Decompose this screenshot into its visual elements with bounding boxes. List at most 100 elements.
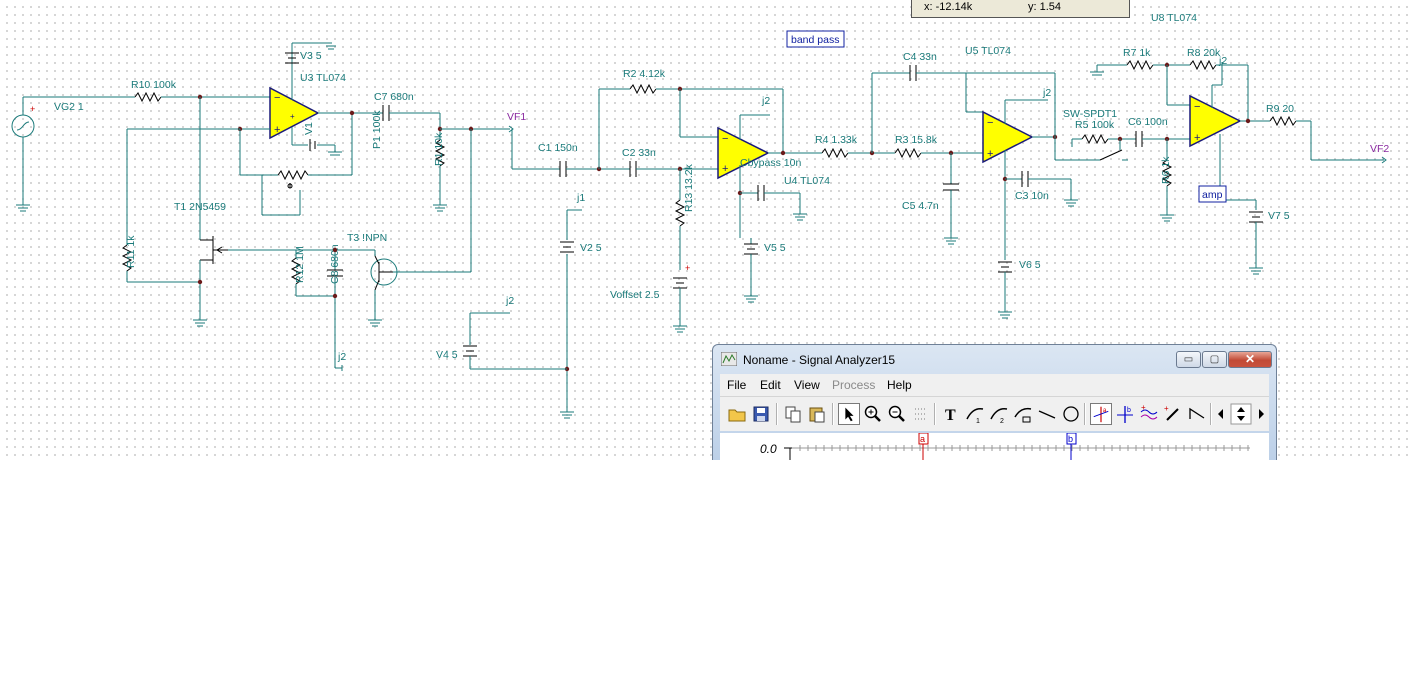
band-pass-label: band pass	[791, 34, 839, 46]
text-icon[interactable]: T	[940, 403, 962, 425]
menu-help[interactable]: Help	[887, 378, 912, 392]
u8-label: U8 TL074	[1151, 12, 1197, 24]
voffset-label: Voffset 2.5	[610, 289, 660, 301]
pointer-icon[interactable]	[838, 403, 860, 425]
menu-file[interactable]: File	[727, 378, 747, 392]
save-icon[interactable]	[750, 403, 772, 425]
svg-text:+: +	[1194, 132, 1200, 144]
cursor-a-icon[interactable]: a	[1090, 403, 1112, 425]
probe-icon[interactable]: +	[1162, 403, 1184, 425]
paste-icon[interactable]	[806, 403, 828, 425]
cursor-3-icon[interactable]	[1012, 403, 1034, 425]
zoom-out-icon[interactable]	[886, 403, 908, 425]
svg-text:+: +	[722, 163, 728, 175]
svg-text:a: a	[1103, 407, 1107, 414]
p1-label: P1 100k	[371, 110, 383, 149]
j2-label-a: j2	[337, 351, 346, 363]
x-coordinate: x: -12.14k	[924, 1, 973, 13]
r3-label: R3 15.8k	[895, 134, 938, 146]
waveform-icon[interactable]: +	[1138, 403, 1160, 425]
potentiometer-p1[interactable]	[277, 169, 309, 181]
grid-icon[interactable]	[910, 403, 932, 425]
u4-label: U4 TL074	[784, 175, 830, 187]
step-icon[interactable]	[1186, 403, 1208, 425]
open-folder-icon[interactable]	[726, 403, 748, 425]
r2-label: R2 4.12k	[623, 68, 666, 80]
c8-label: C8 680n	[329, 244, 341, 284]
r6-label: R6 1k	[1160, 156, 1172, 184]
r5-label: R5 100k	[1075, 119, 1115, 131]
scroll-updown-icon[interactable]	[1230, 403, 1252, 425]
resistor-r1[interactable]	[434, 139, 446, 167]
menu-view[interactable]: View	[794, 378, 820, 392]
line-icon[interactable]	[1036, 403, 1058, 425]
opamp-u5[interactable]: − +	[982, 110, 1034, 164]
schematic-drawing[interactable]: + VG2 1 R10 100k − + + U3 TL074 V3 5 V1 …	[0, 0, 1413, 460]
analyzer-plot-area[interactable]: 0.0 a b	[720, 433, 1269, 460]
t3-label: T3 !NPN	[347, 232, 387, 244]
menu-edit[interactable]: Edit	[760, 378, 781, 392]
svg-text:+: +	[987, 148, 993, 160]
svg-text:+: +	[30, 104, 35, 114]
source-vg2[interactable]: +	[11, 97, 35, 212]
svg-text:b: b	[1127, 407, 1131, 414]
cursor-1-icon[interactable]: 1	[964, 403, 986, 425]
resistor-r9[interactable]	[1269, 115, 1297, 127]
window-title-bar[interactable]: Noname - Signal Analyzer15 ▭ ▢ ✕	[721, 348, 1272, 370]
r11-label: R11 1k	[125, 235, 137, 268]
svg-text:+: +	[685, 263, 690, 273]
cursor-b-icon[interactable]: b	[1114, 403, 1136, 425]
c2-label: C2 33n	[622, 147, 656, 159]
vf2-label: VF2	[1370, 143, 1389, 155]
r1-label: R1 10k	[433, 132, 445, 166]
c6-label: C6 100n	[1128, 116, 1168, 128]
r8-label: R8 20k	[1187, 47, 1221, 59]
resistor-r3[interactable]	[894, 147, 922, 159]
scroll-left-icon[interactable]	[1214, 403, 1228, 425]
amp-label: amp	[1202, 189, 1223, 201]
c7-label: C7 680n	[374, 91, 414, 103]
resistor-r5[interactable]	[1081, 133, 1109, 145]
close-button[interactable]: ✕	[1228, 351, 1272, 368]
menu-process[interactable]: Process	[832, 378, 876, 392]
resistor-r11[interactable]	[121, 244, 133, 272]
opamp-u3[interactable]: − + +	[269, 86, 320, 140]
svg-text:−: −	[1194, 101, 1200, 113]
resistor-r4[interactable]	[821, 147, 849, 159]
svg-text:−: −	[987, 117, 993, 129]
opamp-u8[interactable]: − +	[1189, 94, 1242, 148]
resistor-r6[interactable]	[1161, 159, 1173, 187]
j2-label-c: j2	[761, 95, 770, 107]
resistor-r10[interactable]	[134, 91, 162, 103]
circle-icon[interactable]	[1060, 403, 1082, 425]
j2-label-e: j2	[1218, 55, 1227, 67]
v1-label: V1	[303, 122, 315, 135]
resistor-r2[interactable]	[629, 83, 657, 95]
transistor-t1[interactable]	[200, 236, 228, 264]
resistor-r7[interactable]	[1126, 59, 1154, 71]
signal-analyzer-window[interactable]: Noname - Signal Analyzer15 ▭ ▢ ✕ File Ed…	[712, 344, 1277, 460]
svg-text:2: 2	[1000, 418, 1004, 425]
svg-text:−: −	[722, 133, 728, 145]
svg-text:T: T	[945, 407, 956, 424]
transistor-t3[interactable]	[370, 250, 398, 320]
cursor-a-label: a	[920, 434, 925, 444]
opamp-u4[interactable]: − +	[717, 126, 770, 180]
r12-label: R12 1M	[294, 246, 306, 283]
toolbar: T 1 2 a b + +	[720, 397, 1269, 431]
resistor-r13[interactable]	[674, 199, 686, 227]
cursor-2-icon[interactable]: 2	[988, 403, 1010, 425]
schematic-canvas[interactable]: + VG2 1 R10 100k − + + U3 TL074 V3 5 V1 …	[0, 0, 1413, 460]
scroll-right-icon[interactable]	[1254, 403, 1268, 425]
v6-label: V6 5	[1019, 259, 1041, 271]
resistor-r8[interactable]	[1189, 59, 1217, 71]
menu-bar: File Edit View Process Help	[720, 374, 1269, 397]
copy-icon[interactable]	[782, 403, 804, 425]
minimize-button[interactable]: ▭	[1176, 351, 1201, 368]
maximize-button[interactable]: ▢	[1202, 351, 1227, 368]
j2-label-d: j2	[1042, 87, 1051, 99]
cursor-b-label: b	[1068, 434, 1073, 444]
resistor-r12[interactable]	[290, 257, 302, 285]
zoom-in-icon[interactable]	[862, 403, 884, 425]
switch-sw-spdt1[interactable]	[1099, 149, 1123, 161]
